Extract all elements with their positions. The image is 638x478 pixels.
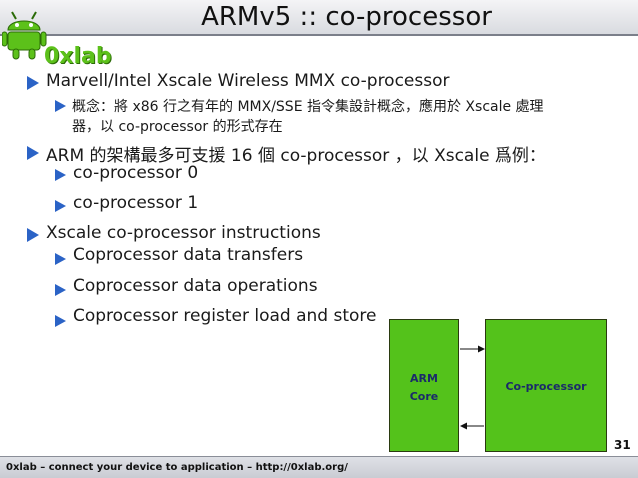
bullet-text: 概念：將 x86 行之有年的 MMX/SSE 指令集設計概念，應用於 Xscal… — [72, 99, 544, 115]
bullet-arrow-icon — [27, 146, 39, 160]
bullet-text: Marvell/Intel Xscale Wireless MMX co-pro… — [46, 71, 450, 91]
android-mascot-icon — [2, 11, 47, 60]
bullet-text: Coprocessor data transfers — [73, 245, 304, 265]
bullet-text: ARM 的架構最多可支援 16 個 co-processor ，以 Xscale… — [46, 146, 546, 166]
bullet-arrow-icon — [55, 200, 66, 212]
bullet-arrow-icon — [55, 253, 66, 265]
bullet-arrow-icon — [55, 169, 66, 181]
bullet-arrow-icon — [27, 76, 39, 90]
bullet-text-continuation: 器，以 co-processor 的形式存在 — [72, 119, 283, 135]
footer-text: 0xlab – connect your device to applicati… — [6, 462, 348, 473]
bullet-arrow-icon — [55, 315, 66, 327]
bullet-text: Xscale co-processor instructions — [46, 223, 321, 243]
footer-bar: 0xlab – connect your device to applicati… — [0, 456, 638, 478]
coprocessor-label: Co-processor — [505, 380, 587, 393]
bullet-arrow-icon — [27, 228, 39, 242]
bullet-arrow-icon — [55, 284, 66, 296]
bullet-text: Coprocessor register load and store — [73, 306, 377, 326]
logo: 0xlab — [2, 6, 112, 69]
bullet-text: co-processor 1 — [73, 193, 199, 213]
bullet-arrow-icon — [55, 100, 66, 112]
arm-core-box — [389, 319, 459, 452]
arm-core-label-line1: ARM — [410, 372, 438, 385]
page-number: 31 — [614, 438, 631, 452]
title-bar: ARMv5 :: co-processor — [0, 0, 638, 36]
slide-title: ARMv5 :: co-processor — [201, 2, 492, 32]
bullet-text: co-processor 0 — [73, 163, 199, 183]
coprocessor-box — [485, 319, 607, 452]
arm-core-label-line2: Core — [409, 390, 439, 403]
logo-text: 0xlab — [44, 44, 112, 69]
bullet-text: Coprocessor data operations — [73, 276, 318, 296]
